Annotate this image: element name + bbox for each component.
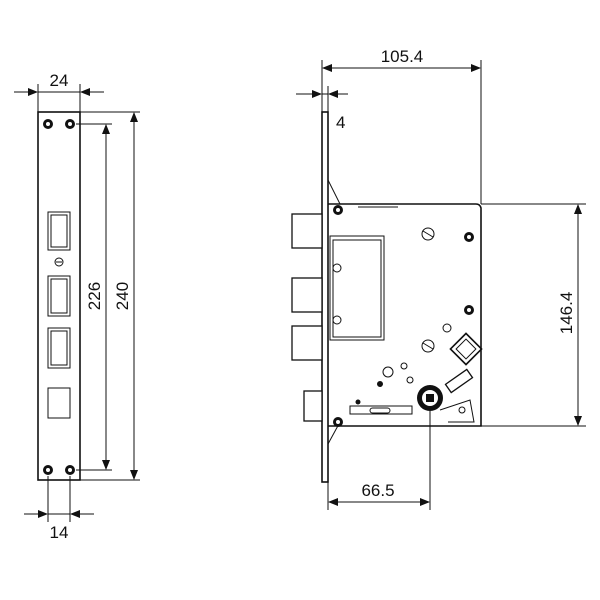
faceplate-edge: [321, 111, 329, 483]
faceplate-front-view: 24 226 240 14: [14, 71, 140, 542]
body-height-label: 146.4: [557, 292, 576, 335]
faceplate-outline: [37, 111, 81, 481]
backset-label: 66.5: [361, 481, 394, 500]
dimension-overall-width: 105.4: [321, 47, 482, 204]
dimension-screw-spacing: 226: [76, 123, 112, 471]
dimension-faceplate-thickness: 4: [296, 86, 348, 132]
dimension-faceplate-width: 24: [14, 71, 104, 112]
faceplate-height-label: 240: [113, 282, 132, 310]
dimension-body-height: 146.4: [481, 203, 586, 427]
dimension-faceplate-bottom: 14: [24, 476, 94, 542]
dimension-backset: 66.5: [327, 411, 431, 510]
faceplate-thickness-label: 4: [336, 113, 345, 132]
lock-body-side-view: 105.4 4 146.4 66.5: [291, 47, 586, 510]
screw-spacing-label: 226: [85, 282, 104, 310]
lock-mechanism: [329, 205, 483, 427]
faceplate-width-label: 24: [50, 71, 69, 90]
dimension-faceplate-height: 240: [80, 111, 140, 481]
faceplate-bottom-width-label: 14: [50, 523, 69, 542]
lock-case-outline: [328, 203, 482, 427]
latch-bolts: [291, 213, 323, 422]
faceplate-openings: [47, 211, 71, 419]
overall-width-label: 105.4: [381, 47, 424, 66]
faceplate-screw-holes: [43, 119, 75, 475]
